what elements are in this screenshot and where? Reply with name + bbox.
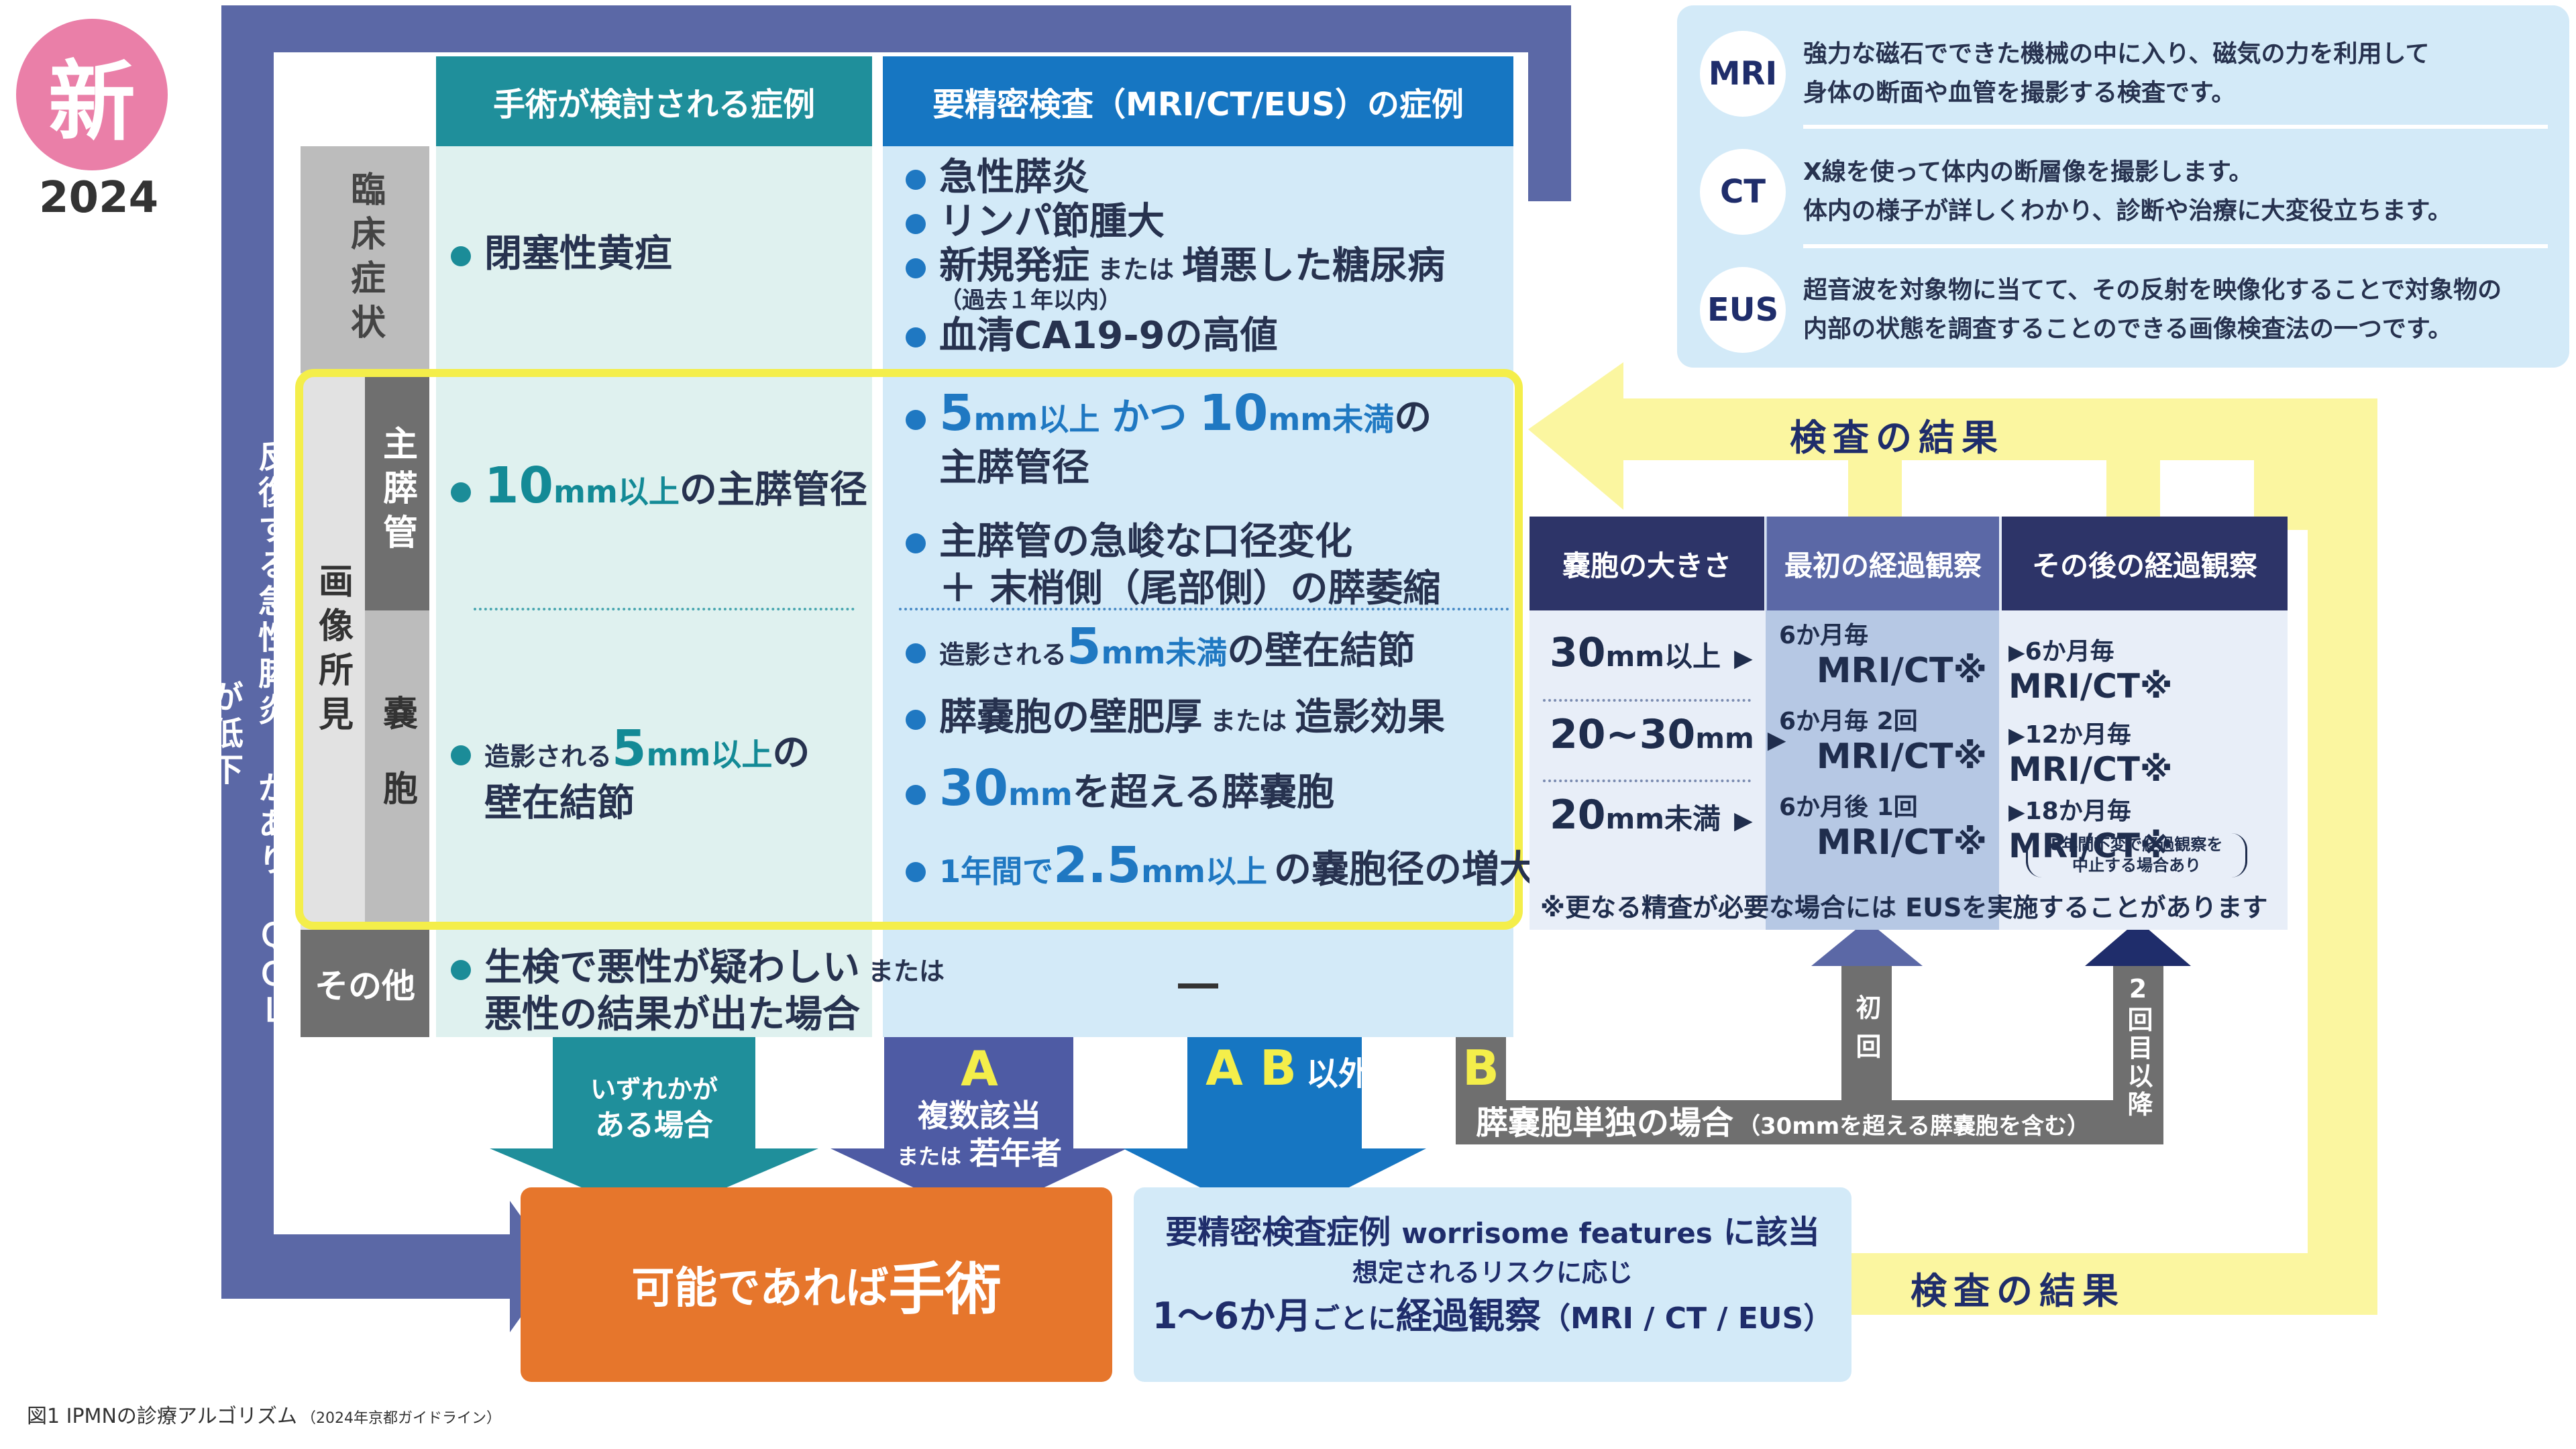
divider-2 [1803, 244, 2548, 248]
row-label-other: その他 [301, 930, 429, 1037]
followup-header-later: その後の経過観察 [2002, 517, 2288, 610]
eus-term-circle: EUS [1700, 267, 1786, 353]
blue-arrow-not-AB [1123, 1037, 1426, 1225]
separator-surgery [474, 608, 855, 610]
row-label-clinical: 臨床症状 [301, 146, 429, 373]
new-badge: 新 [16, 19, 168, 170]
exam-other: ― [1178, 960, 1218, 1007]
row-label-main-duct: 主膵管 [365, 373, 429, 610]
divider-1 [1803, 125, 2548, 129]
header-close-exam: 要精密検査（MRI/CT/EUS）の症例 [883, 56, 1513, 146]
ct-definition: X線を使って体内の断層像を撮影します。体内の様子が詳しくわかり、診断や治療に大変… [1803, 158, 2452, 225]
mri-definition: 強力な磁石でできた機械の中に入り、磁気の力を利用して身体の断面や血管を撮影する検… [1803, 40, 2430, 107]
surgery-main-duct: 10mm以上の主膵管径 [451, 455, 867, 517]
row2-size: 20~30mm▶ [1550, 711, 1786, 758]
exam-result-label-top: 検査の結果 [1790, 417, 2004, 459]
separator-exam [899, 608, 1509, 610]
row3-first: 6か月後 1回 MRI/CT※ [1779, 794, 1987, 863]
surgery-other: 生検で悪性が疑わしいまたは 悪性の結果が出た場合 [451, 945, 945, 1038]
first-arrow-label: 初回 [1851, 994, 1881, 1072]
row-label-imaging: 画像所見 [301, 373, 365, 930]
ct-term-circle: CT [1700, 149, 1786, 235]
second-arrow-label: 2回目以降 [2123, 974, 2153, 1119]
yellow-loop-right [2308, 398, 2377, 1315]
followup-footnote: ※更なる精査が必要な場合には EUSを実施することがあります [1540, 893, 2268, 922]
second-arrow-head [2085, 920, 2191, 966]
imaging-highlight-box [295, 369, 1523, 930]
row1-first: 6か月毎 MRI/CT※ [1779, 622, 1987, 691]
row2-first: 6か月毎 2回 MRI/CT※ [1779, 708, 1987, 777]
surgery-cyst: 造影される5mm以上の 壁在結節 [451, 718, 810, 827]
first-arrow-head [1811, 920, 1923, 966]
later-note: 5年間不変で経過観察を中止する場合あり [2026, 833, 2247, 878]
exam-result-label-bottom: 検査の結果 [1911, 1270, 2125, 1312]
yellow-loop-bottom [1838, 1253, 2377, 1315]
teal-arrow-any [490, 1037, 818, 1218]
arrow-B-label: 膵嚢胞単独の場合（30mmを超える膵嚢胞を含む） [1476, 1104, 2090, 1142]
new-badge-label: 新 [48, 51, 136, 153]
exam-column-bg [883, 146, 1513, 1037]
exam-clinical: 急性膵炎 リンパ節腫大 新規発症または増悪した糖尿病 （過去１年以内） 血清CA… [906, 156, 1445, 358]
exam-cyst: 造影される5mm未満の壁在結節 膵嚢胞の壁肥厚または造影効果 30mmを超える膵… [906, 619, 1537, 894]
row3-size: 20mm未満▶ [1550, 792, 1753, 839]
mri-term-circle: MRI [1700, 31, 1786, 117]
arrow-B-letter: B [1462, 1040, 1499, 1096]
row-label-cyst: 嚢胞 [365, 610, 429, 930]
row2-divider [1543, 780, 1751, 782]
row2-later: ▶12か月毎MRI/CT※ [2008, 721, 2173, 789]
arrow-A-label: A 複数該当 または若年者 [896, 1040, 1062, 1171]
navy-arrow-A [830, 1037, 1127, 1218]
header-surgery: 手術が検討される症例 [436, 56, 872, 146]
followup-header-size: 嚢胞の大きさ [1529, 517, 1764, 610]
navy-arrow-into-surgery [221, 1201, 557, 1332]
definitions-panel: MRI 強力な磁石でできた機械の中に入り、磁気の力を利用して身体の断面や血管を撮… [1677, 5, 2569, 368]
yellow-loop-top [1623, 398, 2377, 460]
arrow-any-label: いずれかが ある場合 [590, 1075, 718, 1143]
yellow-arrow-head [1528, 362, 1623, 510]
row1-size: 30mm以上▶ [1550, 629, 1753, 676]
surgery-outcome-box: 可能であれば手術 [521, 1187, 1112, 1382]
surgery-clinical: 閉塞性黄疸 [451, 231, 672, 278]
row1-divider [1543, 699, 1751, 702]
left-bar-label: 反復する急性膵炎 があり ＱＯＬ が低下 [205, 439, 290, 1030]
followup-header-first: 最初の経過観察 [1767, 517, 1999, 610]
row1-later: ▶6か月毎MRI/CT※ [2008, 638, 2173, 706]
badge-year: 2024 [39, 173, 159, 223]
eus-definition: 超音波を対象物に当てて、その反射を映像化することで対象物の内部の状態を調査するこ… [1803, 276, 2502, 343]
figure-caption: 図1 IPMNの診療アルゴリズム（2024年京都ガイドライン） [27, 1405, 501, 1428]
gray-arrow-B [1456, 966, 2163, 1144]
followup-table: 嚢胞の大きさ 最初の経過観察 その後の経過観察 30mm以上▶ 6か月毎 MRI… [1529, 517, 2288, 930]
surgery-column-bg [436, 146, 872, 1037]
